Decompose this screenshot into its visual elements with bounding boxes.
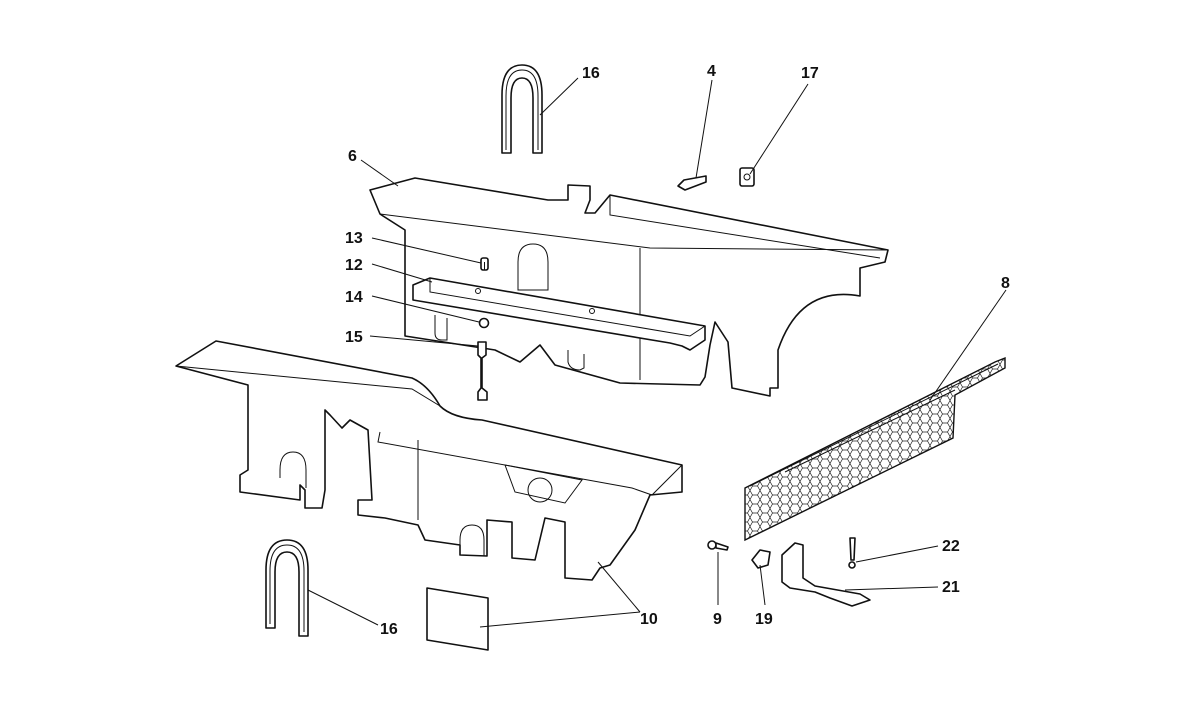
clamp-part-16-top	[501, 64, 543, 154]
panel-part-6	[369, 177, 889, 397]
grille-part-8	[744, 356, 1006, 542]
callout-4: 4	[707, 63, 716, 80]
clip-part-19	[751, 549, 771, 569]
leader-lines	[307, 77, 1007, 628]
callout-12: 12	[345, 257, 363, 274]
callout-22: 22	[942, 538, 960, 555]
panel-part-10	[175, 340, 683, 581]
callout-17: 17	[801, 65, 819, 82]
pin-part-22	[848, 537, 856, 569]
bracket-part-21	[781, 542, 871, 607]
callout-6: 6	[348, 148, 357, 165]
pin-part-15	[477, 341, 488, 401]
callout-8: 8	[1001, 275, 1010, 292]
callout-15: 15	[345, 329, 363, 346]
bolt-part-9	[707, 540, 729, 551]
bolt-part-13	[480, 257, 489, 271]
callout-16-top: 16	[582, 65, 600, 82]
bracket-part-12	[412, 277, 706, 371]
callout-13: 13	[345, 230, 363, 247]
callout-21: 21	[942, 579, 960, 596]
callout-14: 14	[345, 289, 363, 306]
clamp-part-16-bottom	[265, 539, 309, 637]
callout-19: 19	[755, 611, 773, 628]
screw-part-4	[677, 175, 707, 191]
callout-16-bottom: 16	[380, 621, 398, 638]
callout-10: 10	[640, 611, 658, 628]
pad-part-10	[426, 587, 489, 651]
nut-part-14	[478, 317, 490, 329]
callout-9: 9	[713, 611, 722, 628]
